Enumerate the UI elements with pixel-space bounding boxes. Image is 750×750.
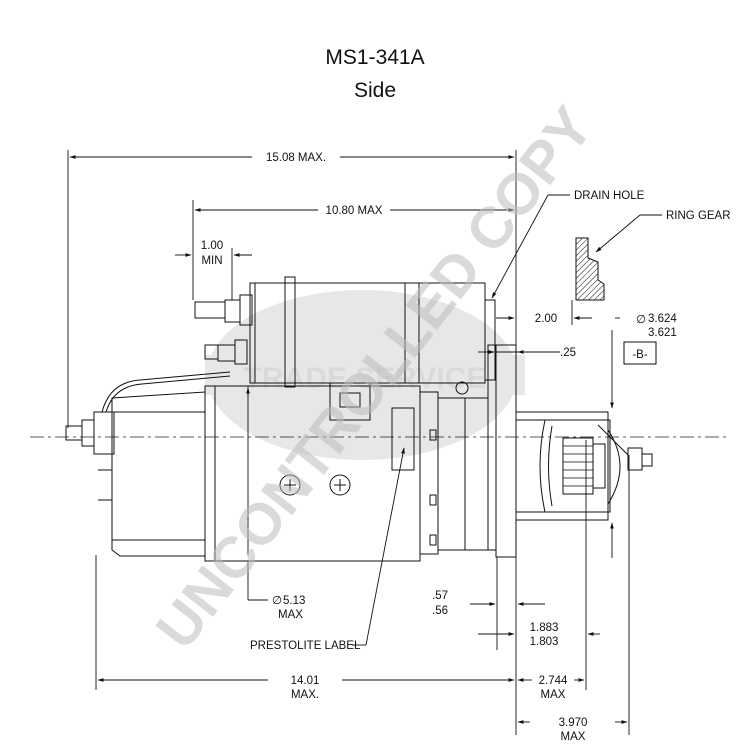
dimension-lines (67, 150, 662, 735)
diameter-symbol-body: ∅ (272, 595, 282, 607)
dimension-labels: 15.08 MAX. 10.80 MAX 1.00 MIN 2.00 .25 3… (201, 152, 678, 743)
dim-overall-nose-value: 3.970 (559, 717, 588, 729)
datum-label: -B- (632, 349, 648, 361)
dim-nose-length-unit: MAX (541, 689, 566, 701)
dim-body-length-unit: MAX. (291, 689, 319, 701)
dim-flange-thickness: .25 (560, 347, 576, 359)
dim-terminal-min-value: 1.00 (201, 240, 223, 252)
dim-pilot-dia-lower: 3.621 (648, 327, 677, 339)
dim-pinion-gap-upper: .57 (432, 590, 448, 602)
dim-pilot-dia-upper: 3.624 (648, 313, 677, 325)
dim-pinion-pos-lower: 1.803 (530, 636, 559, 648)
starter-motor-body (65, 344, 653, 562)
callout-prestolite-label: PRESTOLITE LABEL (250, 640, 361, 652)
mounting-screws (279, 474, 351, 496)
drawing-title: MS1-341A (325, 46, 424, 69)
dim-mount-to-solenoid: 10.80 MAX (326, 205, 383, 217)
dim-overall-length: 15.08 MAX. (266, 152, 326, 164)
dim-body-dia-value: 5.13 (283, 595, 305, 607)
ring-gear-section (575, 237, 605, 301)
logo-text: TRADE SERVICE (244, 362, 487, 395)
callout-labels: DRAIN HOLE RING GEAR PRESTOLITE LABEL (250, 190, 731, 652)
drawing-subtitle: Side (354, 79, 396, 102)
dim-terminal-min-unit: MIN (201, 255, 222, 267)
solenoid (194, 276, 496, 421)
dim-nose-length-value: 2.744 (539, 675, 568, 687)
dim-body-length-value: 14.01 (291, 675, 320, 687)
dim-pinion-gap-lower: .56 (432, 605, 448, 617)
callout-drain-hole: DRAIN HOLE (574, 190, 645, 202)
dim-ring-gear-offset: 2.00 (535, 313, 557, 325)
diameter-symbol-pilot: ∅ (636, 314, 646, 326)
datum-box (623, 341, 657, 365)
dim-pinion-pos-upper: 1.883 (530, 622, 559, 634)
callout-ring-gear: RING GEAR (666, 210, 731, 222)
dim-body-dia-unit: MAX (278, 609, 303, 621)
dim-overall-nose-unit: MAX (561, 731, 586, 743)
